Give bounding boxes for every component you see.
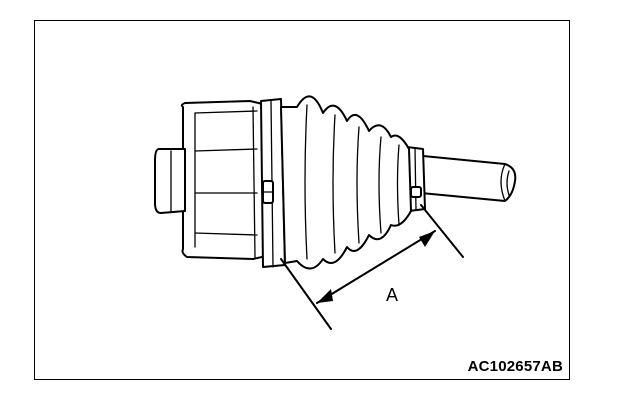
- joint-housing: [180, 100, 272, 260]
- cv-joint-boot-diagram: A: [154, 95, 517, 330]
- drive-shaft: [420, 155, 517, 202]
- boot-bellows: [280, 95, 412, 270]
- figure-id: AC102657AB: [467, 358, 563, 375]
- figure-frame: A AC102657AB: [34, 20, 570, 380]
- dimension-label: A: [386, 285, 398, 305]
- boot-large-band: [260, 98, 286, 268]
- stub-axle: [154, 148, 186, 214]
- dimension-a: A: [280, 204, 464, 330]
